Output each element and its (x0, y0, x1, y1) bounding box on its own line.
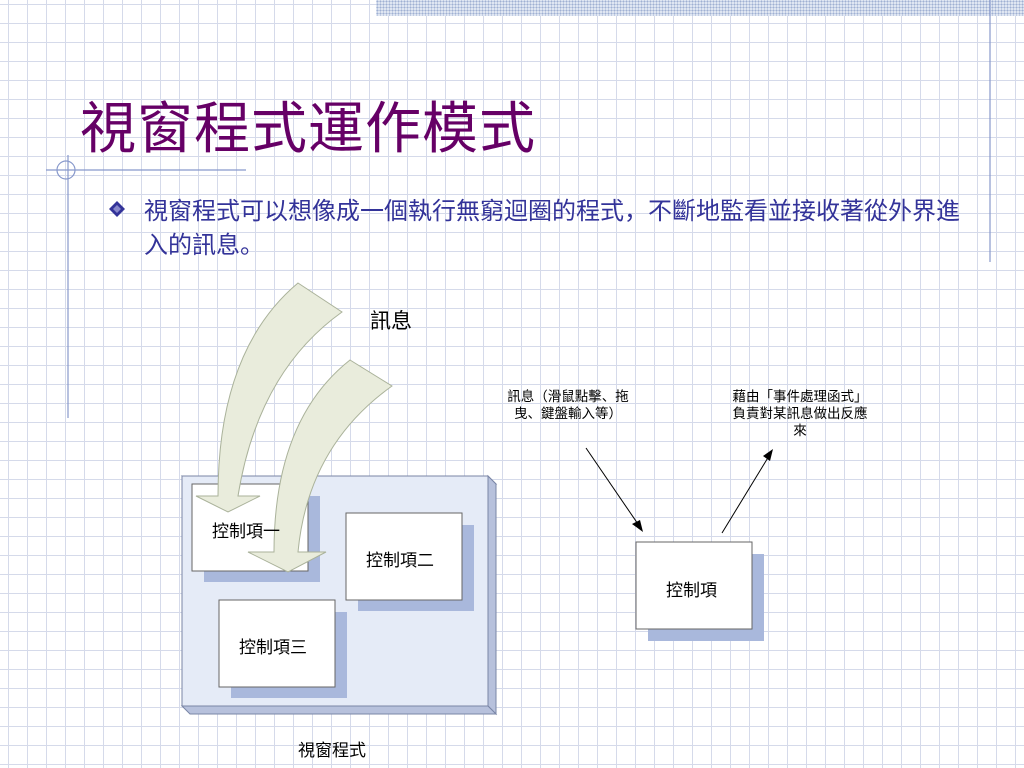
message-label: 訊息 (370, 309, 412, 333)
input-arrowhead (632, 520, 643, 532)
handler-arrowhead (763, 449, 773, 461)
message-arrow-2 (247, 359, 393, 573)
control-three-label: 控制項三 (239, 638, 307, 658)
message-arrow-1 (195, 282, 343, 513)
decor-circle (56, 160, 76, 180)
handler-connector-line (721, 455, 770, 534)
single-control-label: 控制項 (666, 581, 717, 601)
slide-title: 視窗程式運作模式 (80, 97, 536, 162)
header-texture-band (376, 0, 1024, 16)
window-program-label: 視窗程式 (298, 741, 366, 761)
bullet-text: 視窗程式可以想像成一個執行無窮迴圈的程式，不斷地監看並接收著從外界進入的訊息。 (144, 197, 960, 259)
control-three-box (218, 599, 336, 688)
diamond-bullet-icon (109, 201, 125, 217)
control-two-box (345, 512, 463, 601)
input-message-note: 訊息（滑鼠點擊、拖曳、鍵盤輸入等） (507, 389, 629, 422)
control-two-label: 控制項二 (366, 551, 434, 571)
single-control-box (635, 541, 753, 630)
input-connector-line (585, 447, 641, 528)
control-one-label: 控制項一 (212, 522, 280, 542)
event-handler-note: 藉由「事件處理函式」負責對某訊息做出反應來 (732, 389, 868, 439)
